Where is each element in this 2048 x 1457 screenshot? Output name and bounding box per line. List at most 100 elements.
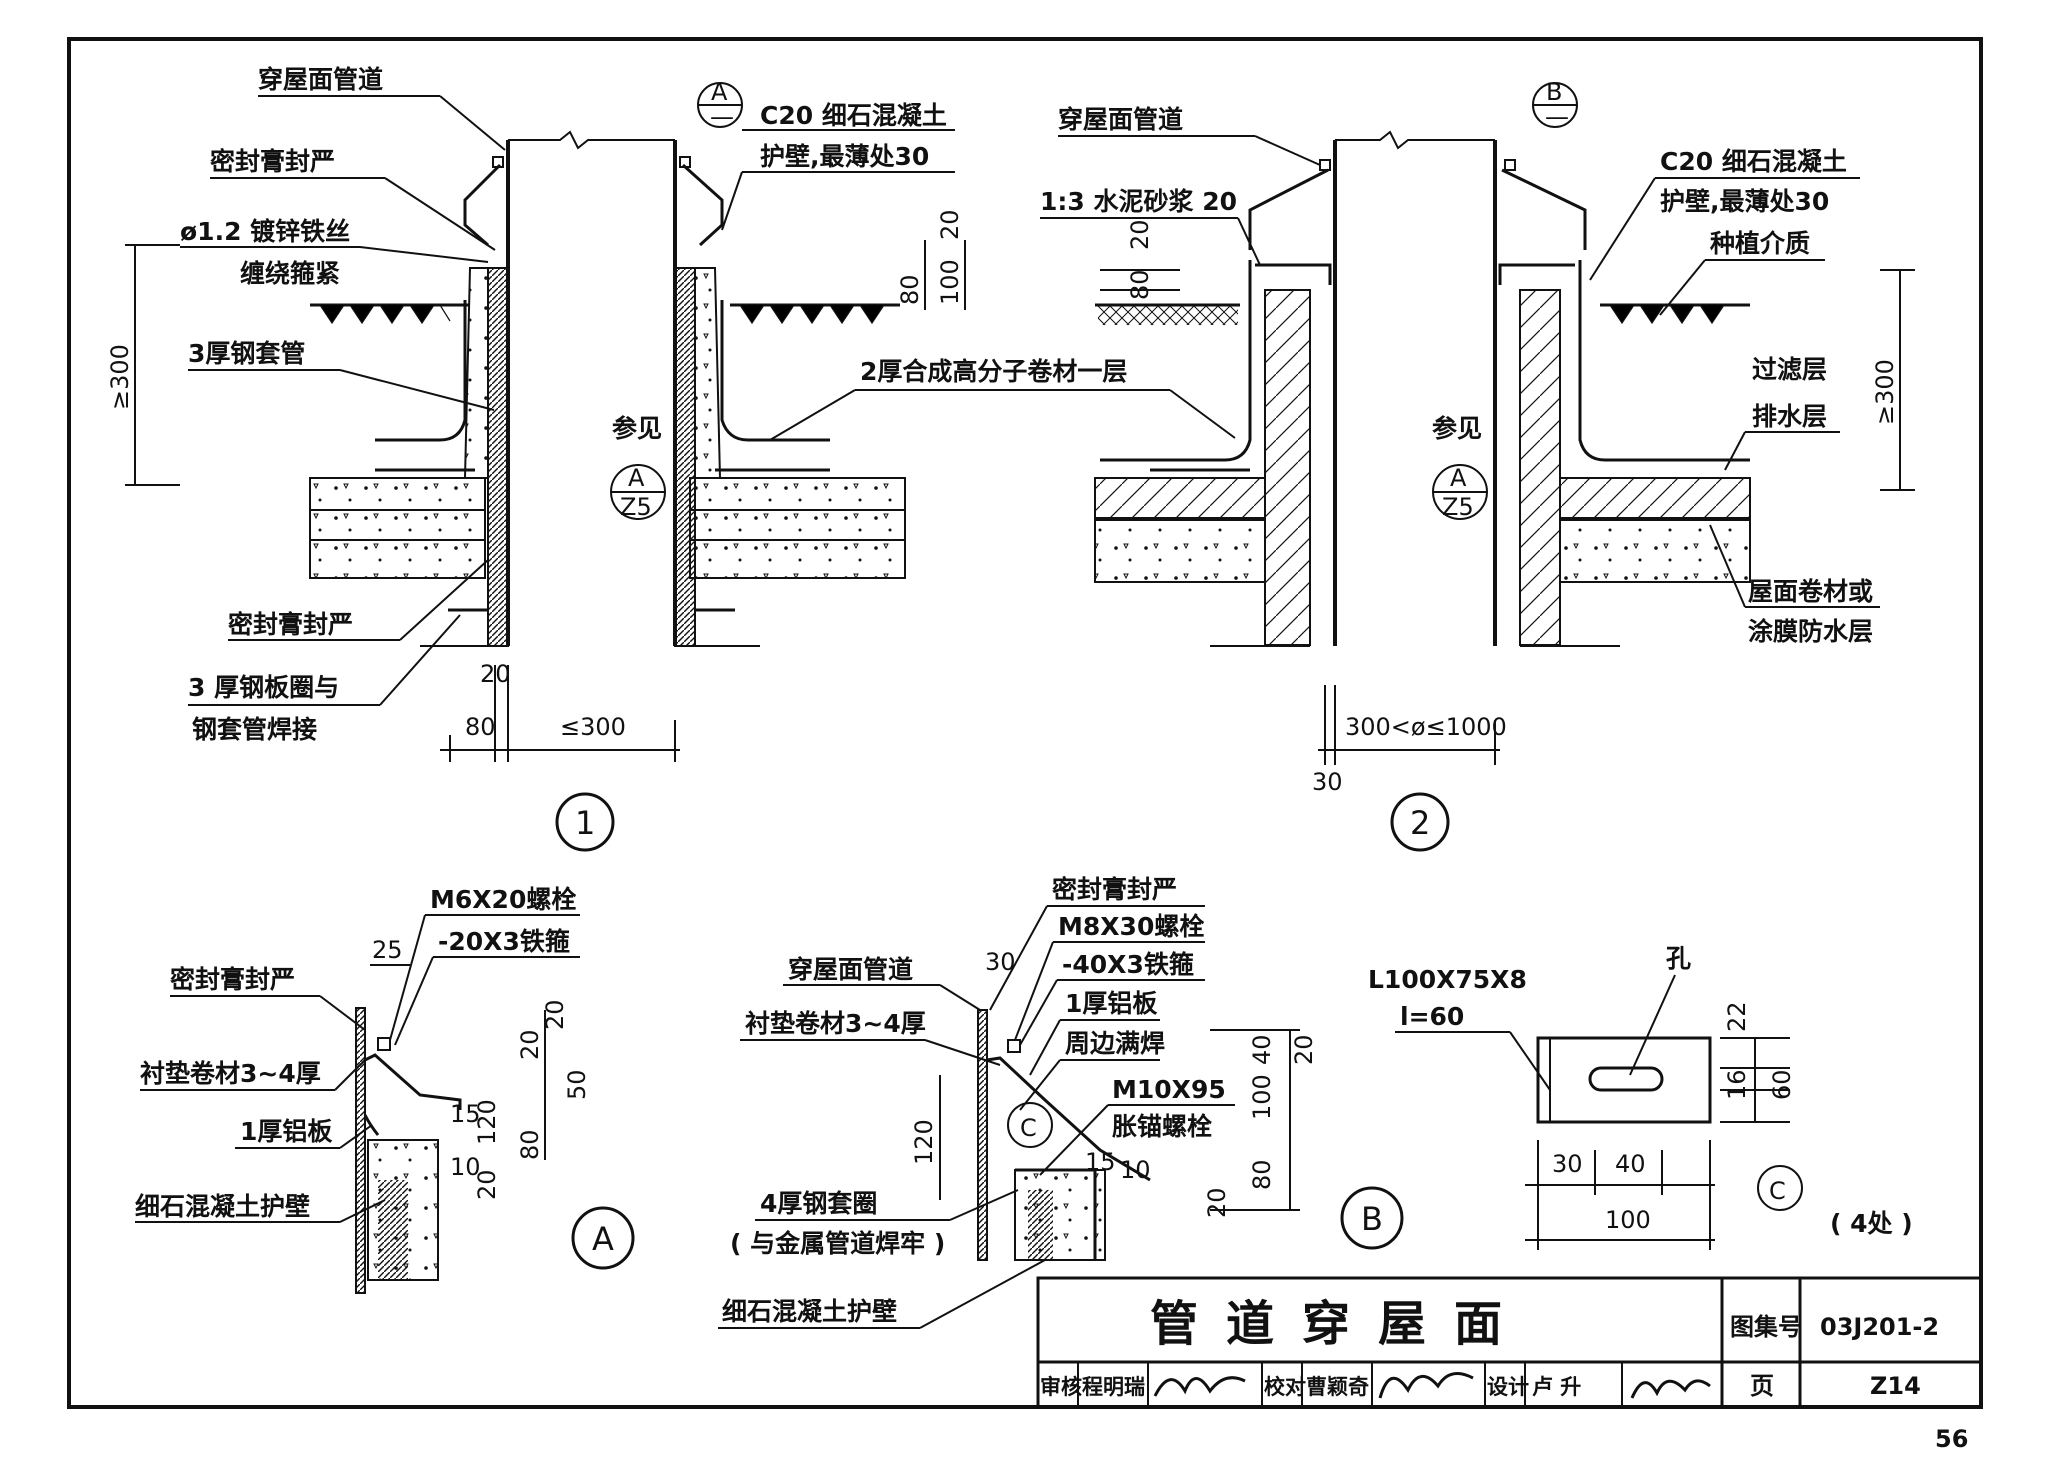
label-count: ( 4处 ) (1830, 1209, 1913, 1238)
dim-a-50: 50 (563, 1069, 591, 1100)
label-anchor-b: M10X95 (1112, 1075, 1226, 1104)
label-planting: 种植介质 (1710, 229, 1810, 258)
label-see: 参见 (612, 414, 662, 443)
design-signature (1630, 1379, 1711, 1399)
detail-2: B — 穿屋面管道 1:3 水泥砂浆 20 C20 细石混凝土 护壁,最薄处30… (1040, 78, 1915, 852)
dim-b-40: 40 (1248, 1034, 1276, 1065)
label-sealant-b: 密封膏封严 (1052, 875, 1177, 904)
dim-d20-2: 20 (1126, 219, 1154, 250)
label-plate-2: 钢套管焊接 (192, 715, 317, 744)
dim-b-100: 100 (1248, 1074, 1276, 1120)
check-label: 校对 (1264, 1375, 1306, 1399)
label-wire-2: 缠绕箍紧 (240, 259, 340, 288)
dim-pipe: ≤300 (560, 713, 626, 741)
label-membrane: 2厚合成高分子卷材一层 (860, 357, 1127, 386)
title-block: 管道穿屋面 图集号 03J201-2 审核 程明瑞 校对 曹颖奇 设计 卢 升 … (1036, 1276, 1983, 1409)
label-pipe: 穿屋面管道 (258, 65, 383, 94)
detail-a-number: A (592, 1220, 614, 1258)
dim-d20: 20 (936, 209, 964, 240)
dim-a-25: 25 (372, 936, 403, 964)
dim-d80-2: 80 (1126, 269, 1154, 300)
dim-b-30: 30 (985, 948, 1016, 976)
review-name: 程明瑞 (1082, 1375, 1145, 1399)
label-ring-b: 4厚钢套圈 (760, 1189, 877, 1218)
label-concrete: C20 细石混凝土 (760, 101, 947, 130)
label-filter: 过滤层 (1752, 355, 1827, 384)
label-al-a: 1厚铝板 (240, 1117, 332, 1146)
review-signature (1153, 1376, 1246, 1397)
dim-d100: 100 (936, 259, 964, 305)
dim-c-60: 60 (1768, 1069, 1796, 1100)
detail-1: A — C20 细石混凝土 护壁,最薄处30 穿屋面管道 密封膏封严 ø1.2 … (106, 65, 1236, 852)
dim-a-120: 120 (473, 1099, 501, 1145)
detail-a: M6X20螺栓 -20X3铁箍 密封膏封严 衬垫卷材3~4厚 1厚铝板 细石混凝… (135, 885, 635, 1294)
dim-a-80: 80 (516, 1129, 544, 1160)
label-liner-b: 衬垫卷材3~4厚 (745, 1009, 926, 1038)
design-label: 设计 (1487, 1375, 1529, 1399)
label-band-b: -40X3铁箍 (1062, 950, 1194, 979)
dim-b-20b: 20 (1203, 1187, 1231, 1218)
dim-c-16: 16 (1723, 1069, 1751, 1100)
dim-b-120: 120 (910, 1119, 938, 1165)
atlas-label: 图集号 (1730, 1313, 1802, 1341)
atlas-number: 03J201-2 (1820, 1313, 1939, 1341)
label-sealant-top: 密封膏封严 (210, 147, 335, 176)
label-liner-a: 衬垫卷材3~4厚 (140, 1059, 321, 1088)
label-wall-a: 细石混凝土护壁 (135, 1192, 310, 1221)
detail-2-number: 2 (1410, 804, 1430, 842)
label-bolt-b: M8X30螺栓 (1058, 912, 1204, 941)
dim-d80: 80 (896, 274, 924, 305)
dim-pipe-2: 300<ø≤1000 (1345, 713, 1507, 741)
dim-h300: ≥300 (106, 344, 134, 410)
review-label: 审核 (1040, 1375, 1082, 1399)
dim-c-100: 100 (1605, 1206, 1651, 1234)
label-roof-2: 涂膜防水层 (1748, 617, 1873, 646)
dim-b-80: 80 (1248, 1159, 1276, 1190)
label-weld-b: 周边满焊 (1065, 1029, 1165, 1058)
detail-1-number: 1 (575, 804, 595, 842)
detail-b: C 密封膏封严 M8X30螺栓 穿屋面管道 -40X3铁箍 衬垫卷材3~4厚 1… (718, 875, 1404, 1329)
label-sealant-a: 密封膏封严 (170, 965, 295, 994)
page-code: Z14 (1870, 1372, 1921, 1400)
label-roof: 屋面卷材或 (1748, 577, 1873, 606)
detail-c-number: C (1769, 1177, 1786, 1205)
ref-top: A (628, 464, 645, 492)
dim-a-10: 10 (450, 1153, 481, 1181)
detail-b-number: B (1361, 1200, 1383, 1238)
label-see-2: 参见 (1432, 414, 1482, 443)
ref-top-2: A (1450, 464, 1467, 492)
label-ring-b2: ( 与金属管道焊牢 ) (730, 1229, 945, 1258)
label-mortar: 1:3 水泥砂浆 20 (1040, 187, 1237, 216)
label-wire: ø1.2 镀锌铁丝 (180, 217, 350, 246)
label-len: l=60 (1400, 1002, 1464, 1031)
dim-c-22: 22 (1723, 1001, 1751, 1032)
dim-d20-top: 20 (480, 660, 511, 688)
page-number: 56 (1935, 1425, 1968, 1453)
dim-c-40: 40 (1615, 1150, 1646, 1178)
page-label: 页 (1750, 1372, 1774, 1400)
dim-c-30: 30 (1552, 1150, 1583, 1178)
dim-b-15: 15 (1085, 1148, 1116, 1176)
label-concrete-b2: 护壁,最薄处30 (1660, 187, 1829, 216)
ref-bottom: Z5 (620, 493, 652, 521)
label-plate: 3 厚钢板圈与 (188, 673, 339, 702)
dim-a-15: 15 (450, 1100, 481, 1128)
design-name: 卢 升 (1532, 1375, 1581, 1399)
callout-b-bottom: — (1545, 103, 1569, 131)
dim-a-20a: 20 (516, 1029, 544, 1060)
callout-a-top: A (711, 78, 728, 106)
label-wall-b: 细石混凝土护壁 (722, 1297, 897, 1326)
dim-b-20a: 20 (1290, 1034, 1318, 1065)
label-sleeve: 3厚钢套管 (188, 339, 305, 368)
sheet-border (67, 37, 1983, 1409)
dim-d80-b: 80 (465, 713, 496, 741)
label-hole: 孔 (1666, 944, 1691, 973)
ref-bottom-2: Z5 (1442, 493, 1474, 521)
detail-c: L100X75X8 l=60 孔 22 16 60 30 40 100 C ( … (1368, 944, 1913, 1250)
label-concrete-b: C20 细石混凝土 (1660, 147, 1847, 176)
dim-d30-2: 30 (1312, 768, 1343, 796)
label-sealant-bottom: 密封膏封严 (228, 610, 353, 639)
label-pipe-2: 穿屋面管道 (1058, 105, 1183, 134)
label-drain: 排水层 (1752, 402, 1827, 431)
